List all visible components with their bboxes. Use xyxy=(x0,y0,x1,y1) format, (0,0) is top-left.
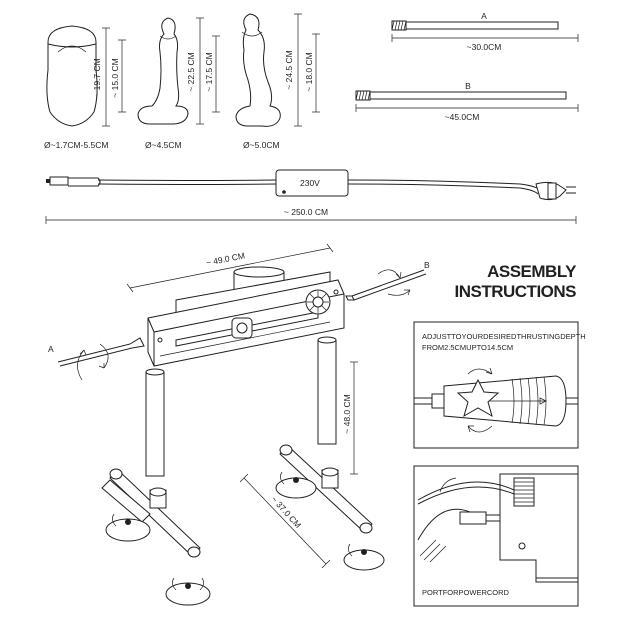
leg-height-dimension: ~ 48.0 CM xyxy=(342,361,358,475)
thrust-depth-inset: ADJUSTTOYOURDESIREDTHRUSTINGDEPTH FROM2.… xyxy=(413,321,586,449)
dildo-large-height-outer: ~ 24.5 CM xyxy=(284,50,294,89)
assembly-title-line2: INSTRUCTIONS xyxy=(455,282,577,301)
assembly-label-a: A xyxy=(48,344,54,354)
rod-b-letter: B xyxy=(465,81,471,91)
assembly-rod-a: A xyxy=(48,337,145,381)
sleeve-diameter: Ø~1.7CM-5.5CM xyxy=(44,140,108,150)
thrust-depth-line1: ADJUSTTOYOURDESIREDTHRUSTINGDEPTH xyxy=(422,332,586,341)
left-leg xyxy=(145,368,165,477)
power-adapter-box xyxy=(275,169,349,197)
rod-b: B ~45.0CM xyxy=(355,81,579,122)
power-port-inset: PORTFORPOWERCORD xyxy=(413,465,579,607)
dildo-small-dimensions: ~ 22.5 CM ~ 17.5 CM Ø~4.5CM xyxy=(145,17,220,150)
base-width: ~ 37.0 CM xyxy=(269,494,303,530)
assembly-title-line1: ASSEMBLY xyxy=(487,262,577,281)
rod-b-length: ~45.0CM xyxy=(445,112,480,122)
dildo-small-accessory xyxy=(137,17,189,125)
dildo-small-height-outer: ~ 22.5 CM xyxy=(186,52,196,91)
power-cord-length: ~ 250.0 CM xyxy=(284,207,328,217)
power-port-label: PORTFORPOWERCORD xyxy=(422,588,510,597)
dildo-large-diameter: Ø~5.0CM xyxy=(243,140,280,150)
rod-a: A ~30.0CM xyxy=(391,11,579,52)
rod-a-length: ~30.0CM xyxy=(467,42,502,52)
machine-body xyxy=(147,266,345,367)
power-cord-dimension: ~ 250.0 CM xyxy=(45,207,577,224)
left-base xyxy=(101,468,211,606)
sleeve-height-inner: ~ 15.0 CM xyxy=(110,58,120,97)
assembly-rod-b: B xyxy=(345,260,430,301)
right-leg xyxy=(317,336,337,445)
machine-width: ~ 49.0 CM xyxy=(205,250,246,267)
sleeve-height-outer: ~ 19.7 CM xyxy=(92,58,102,97)
rod-a-letter: A xyxy=(481,11,487,21)
thrust-depth-line2: FROM2.5CMUPTO14.5CM xyxy=(422,343,513,352)
assembly-label-b: B xyxy=(424,260,430,270)
dildo-small-diameter: Ø~4.5CM xyxy=(145,140,182,150)
dildo-small-height-inner: ~ 17.5 CM xyxy=(204,52,214,91)
dildo-large-dimensions: ~ 24.5 CM ~ 18.0 CM Ø~5.0CM xyxy=(243,13,320,150)
dildo-large-accessory xyxy=(235,13,281,127)
right-base xyxy=(275,444,385,571)
leg-height: ~ 48.0 CM xyxy=(342,394,352,433)
sleeve-accessory xyxy=(46,25,98,127)
power-voltage: 230V xyxy=(300,178,320,188)
dildo-large-height-inner: ~ 18.0 CM xyxy=(304,52,314,91)
power-cord: 230V xyxy=(46,169,576,201)
sleeve-dimensions: ~ 19.7 CM ~ 15.0 CM Ø~1.7CM-5.5CM xyxy=(44,27,126,150)
